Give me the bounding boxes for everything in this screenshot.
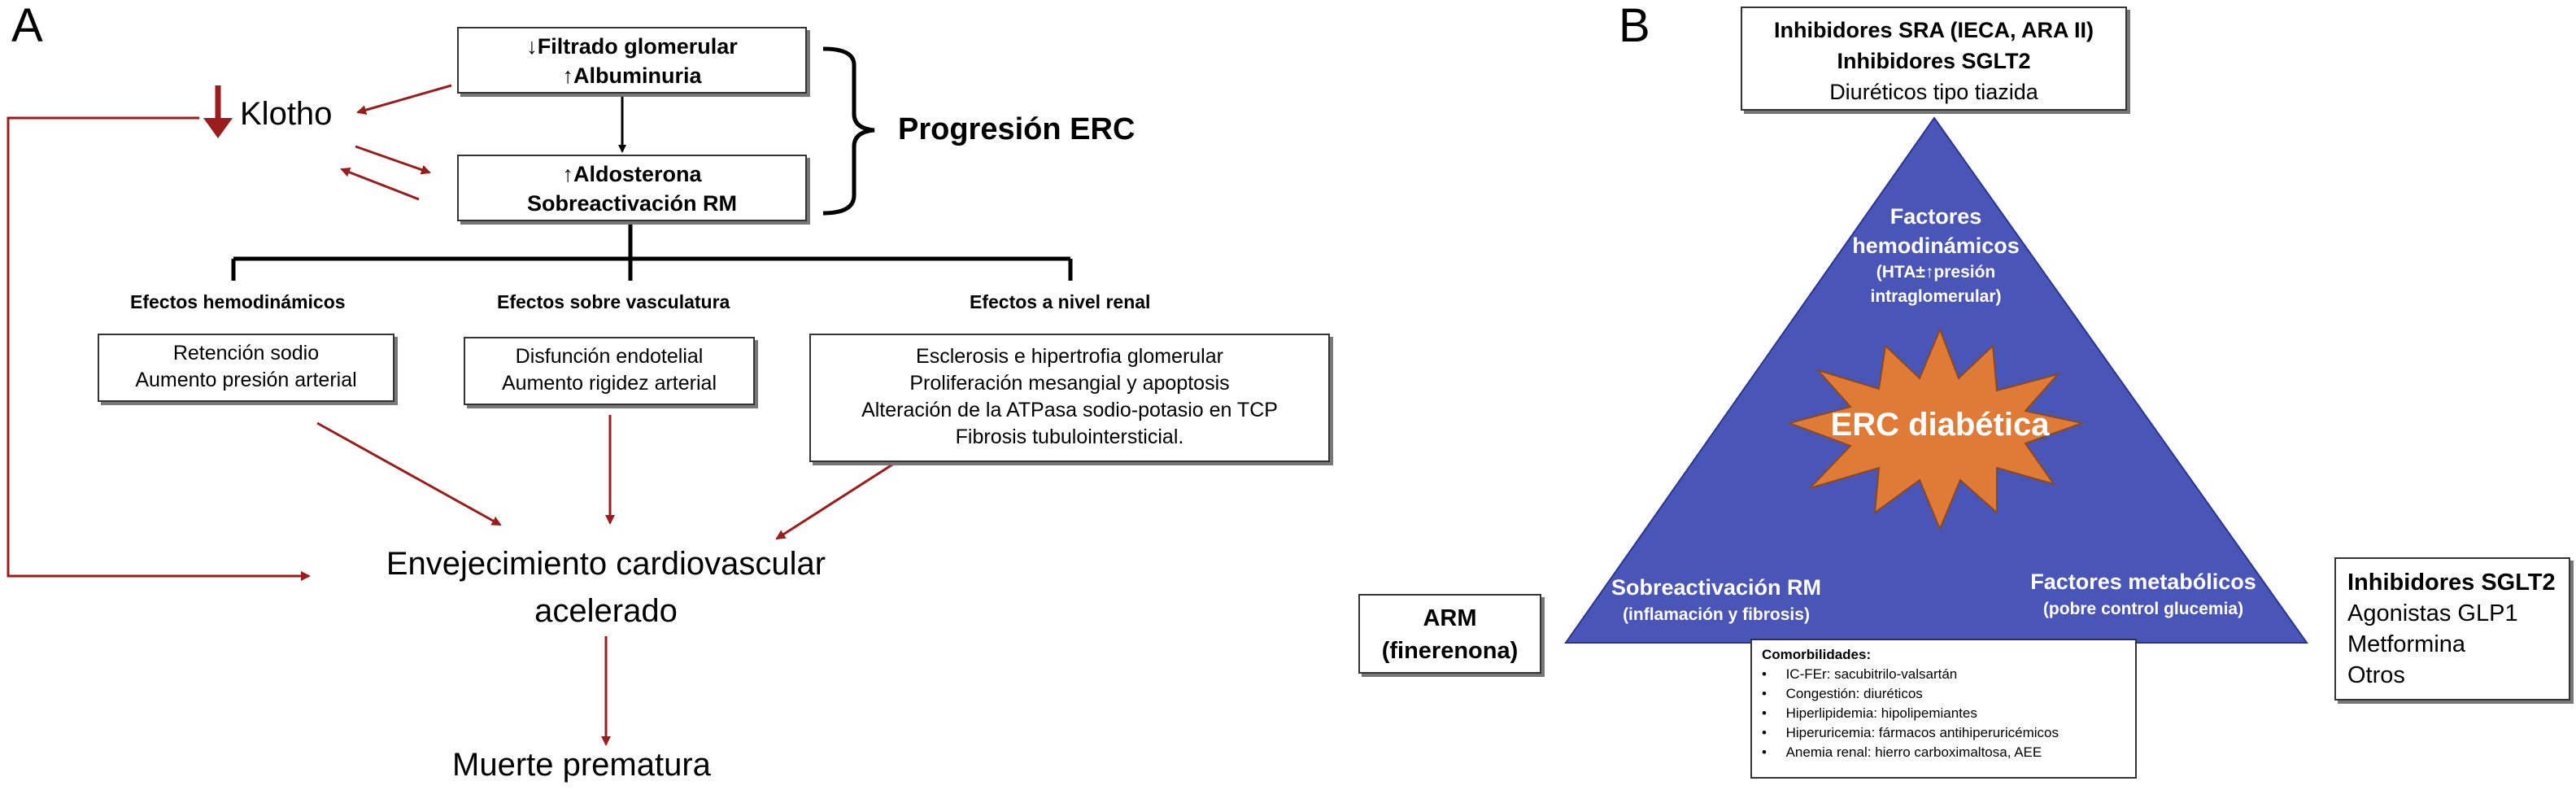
arrow-aldo-to-klotho [340, 168, 420, 201]
arrow-hemo-to-env [316, 421, 502, 526]
disfuncion-endotelial: Disfunción endotelial [515, 345, 704, 368]
box-hemodinamicos: Retención sodio Aumento presión arterial [98, 334, 394, 402]
filtrado-text: ↓Filtrado glomerular [526, 34, 738, 59]
renal-item-4: Fibrosis tubulointersticial. [955, 426, 1184, 448]
panel-a-label: A [11, 0, 43, 52]
factores-hemo-sub1: (HTA±↑presión [1876, 263, 1996, 282]
factores-metabolicos: Factores metabólicos (pobre control gluc… [2009, 568, 2277, 623]
top-therapy-2: Inhibidores SGLT2 [1837, 49, 2031, 73]
box-vasculatura: Disfunción endotelial Aumento rigidez ar… [464, 337, 755, 405]
box-metabolic-therapies: Inhibidores SGLT2 Agonistas GLP1 Metform… [2334, 557, 2570, 701]
renal-item-2: Proliferación mesangial y apoptosis [909, 372, 1230, 395]
renal-item-3: Alteración de la ATPasa sodio-potasio en… [861, 399, 1278, 421]
factores-hemo-line1: Factores [1890, 204, 1982, 229]
star-burst [1786, 327, 2086, 531]
klotho-feedback-loop [7, 116, 311, 581]
factores-meta-sub: (pobre control glucemia) [2042, 600, 2244, 618]
arm-line2: (finerenona) [1381, 638, 1519, 664]
factores-hemo-line2: hemodinámicos [1852, 234, 2020, 258]
meta-therapy-4: Otros [2347, 662, 2405, 688]
arrow-renal-to-env [775, 446, 920, 540]
comorbilidad-item: • Hiperlipidemia: hipolipemiantes [1762, 705, 1977, 721]
retencion-sodio: Retención sodio [172, 342, 320, 364]
box-arm: ARM (finerenona) [1358, 594, 1541, 674]
box-renal: Esclerosis e hipertrofia glomerular Prol… [809, 334, 1330, 462]
envejecimiento-line2: acelerado [534, 593, 678, 629]
box-aldosterona: ↑Aldosterona Sobreactivación RM [457, 155, 807, 221]
arrow-klotho-to-aldo [355, 145, 431, 175]
top-therapy-1: Inhibidores SRA (IECA, ARA II) [1773, 18, 2094, 42]
factores-meta-main: Factores metabólicos [2030, 570, 2256, 594]
meta-therapy-2: Agonistas GLP1 [2347, 600, 2518, 626]
aldosterona-text: ↑Aldosterona [562, 162, 702, 186]
comorbilidad-item: • Anemia renal: hierro carboximaltosa, A… [1762, 744, 2042, 760]
progresion-erc-label: Progresión ERC [898, 112, 1135, 146]
comorbilidad-item: • Hiperuricemia: fármacos antihiperuricé… [1762, 725, 2059, 740]
aumento-rigidez: Aumento rigidez arterial [501, 372, 717, 395]
envejecimiento-line1: Envejecimiento cardiovascular [386, 546, 826, 582]
arrow-to-klotho [356, 84, 452, 116]
factores-hemodinamicos: Factores hemodinámicos (HTA±↑presión int… [1781, 202, 2090, 309]
panel-b-label: B [1619, 0, 1650, 52]
header-vasculatura: Efectos sobre vasculatura [497, 291, 730, 312]
factores-hemo-sub2: intraglomerular) [1870, 287, 2002, 306]
aumento-presion: Aumento presión arterial [135, 369, 357, 391]
sobreactivacion-rm: Sobreactivación RM (inflamación y fibros… [1594, 574, 1838, 629]
top-therapy-3: Diuréticos tipo tiazida [1829, 80, 2038, 104]
erc-diabetica-label: ERC diabética [1830, 407, 2050, 443]
progresion-bracket [822, 46, 875, 216]
header-renal: Efectos a nivel renal [970, 291, 1151, 312]
comorbilidad-item: • IC-FEr: sacubitrilo-valsartán [1762, 666, 1958, 682]
comorbilidades-list: • IC-FEr: sacubitrilo-valsartán • Conges… [1762, 665, 2135, 762]
comorbilidad-item: • Congestión: diuréticos [1762, 686, 1923, 701]
comorbilidades-title: Comorbilidades: [1762, 647, 1872, 662]
header-hemodinamicos: Efectos hemodinámicos [130, 291, 346, 312]
sobreactivacion-sub: (inflamación y fibrosis) [1623, 605, 1810, 624]
envejecimiento-label: Envejecimiento cardiovascular acelerado [342, 540, 870, 635]
muerte-label: Muerte prematura [452, 747, 711, 783]
renal-item-1: Esclerosis e hipertrofia glomerular [916, 345, 1223, 368]
arm-line1: ARM [1423, 605, 1477, 631]
box-filtrado: ↓Filtrado glomerular ↑Albuminuria [457, 27, 807, 94]
box-top-therapies: Inhibidores SRA (IECA, ARA II) Inhibidor… [1741, 7, 2127, 111]
sobreactivacion-text: Sobreactivación RM [526, 191, 738, 216]
albuminuria-text: ↑Albuminuria [562, 63, 702, 88]
sobreactivacion-main: Sobreactivación RM [1611, 575, 1822, 600]
box-comorbilidades: Comorbilidades: • IC-FEr: sacubitrilo-va… [1750, 639, 2137, 779]
klotho-label: Klotho [240, 96, 333, 132]
meta-therapy-3: Metformina [2347, 631, 2466, 657]
meta-therapy-1: Inhibidores SGLT2 [2347, 570, 2556, 596]
